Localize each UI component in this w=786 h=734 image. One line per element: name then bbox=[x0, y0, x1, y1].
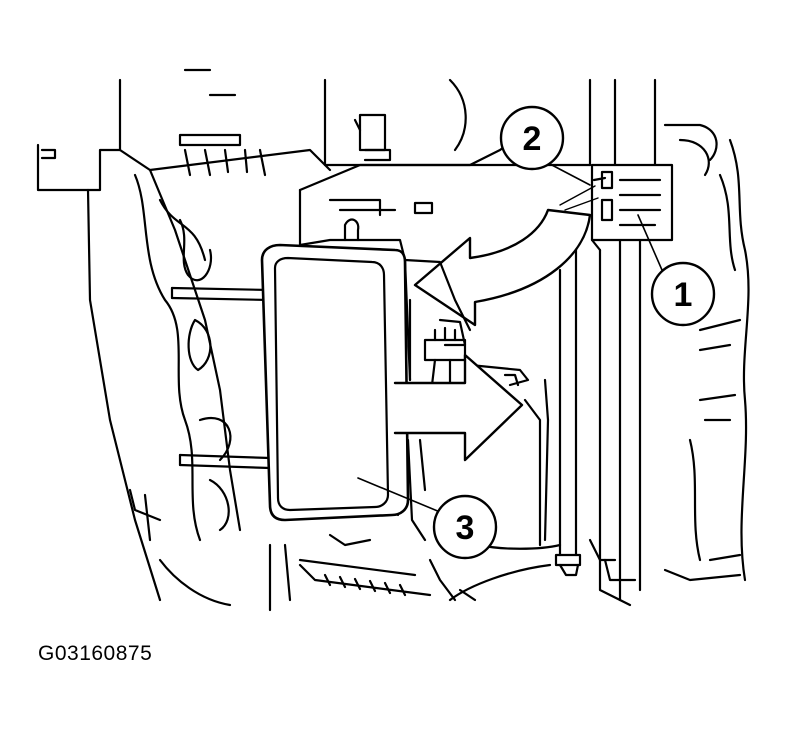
callout-1: 1 bbox=[650, 261, 716, 327]
removal-arrow bbox=[413, 185, 599, 327]
control-module bbox=[260, 243, 410, 522]
leader-lines bbox=[357, 162, 663, 513]
figure-code: G03160875 bbox=[38, 642, 153, 665]
left-body-panel bbox=[36, 68, 332, 607]
callout-3: 3 bbox=[432, 494, 498, 560]
right-side-structure bbox=[588, 78, 750, 607]
support-rods bbox=[170, 286, 272, 470]
callout-1-label: 1 bbox=[674, 276, 693, 314]
callout-2-label: 2 bbox=[523, 120, 542, 158]
callout-3-label: 3 bbox=[456, 509, 475, 547]
vertical-rod bbox=[554, 228, 582, 577]
slide-out-arrow bbox=[393, 353, 524, 462]
callout-2: 2 bbox=[499, 105, 565, 171]
relay-block bbox=[590, 163, 674, 252]
